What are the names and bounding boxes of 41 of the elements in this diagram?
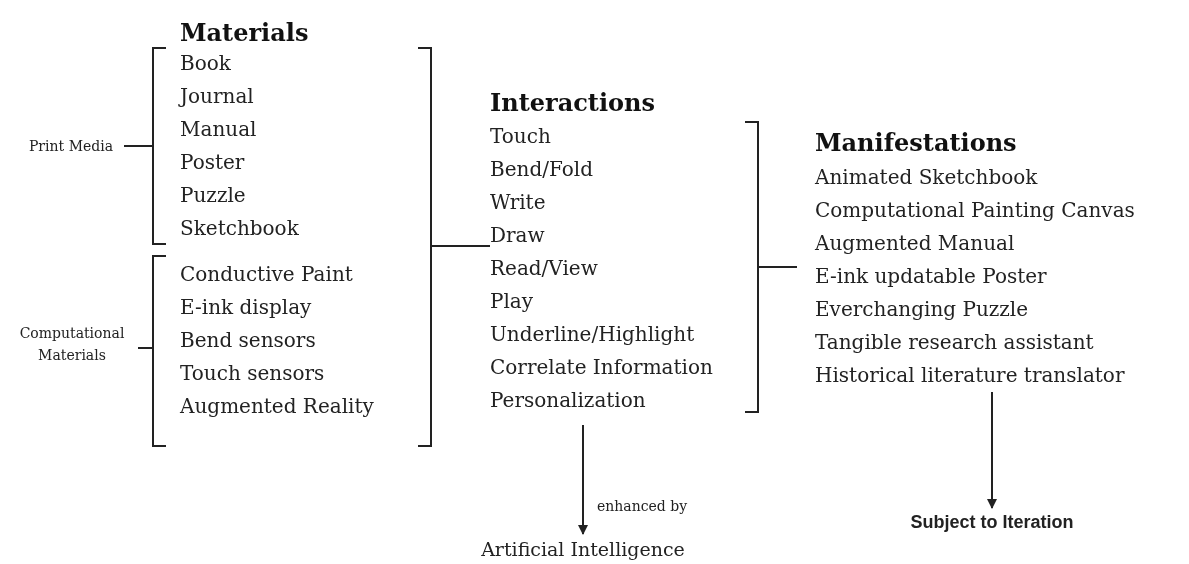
list-item: Touch	[490, 123, 551, 150]
list-item: E-ink display	[180, 294, 312, 321]
list-item: Conductive Paint	[180, 261, 353, 288]
list-item: Bend sensors	[180, 327, 316, 354]
list-item: Animated Sketchbook	[815, 164, 1038, 191]
list-item: Augmented Reality	[180, 393, 374, 420]
list-item: Read/View	[490, 255, 598, 282]
list-item: Tangible research assistant	[815, 329, 1094, 356]
list-item: Augmented Manual	[815, 230, 1015, 257]
list-item: Historical literature translator	[815, 362, 1125, 389]
list-item: Draw	[490, 222, 545, 249]
list-item: Manual	[180, 116, 257, 143]
side-label: Computational Materials	[18, 324, 126, 365]
list-item: Correlate Information	[490, 354, 713, 381]
arrow	[578, 424, 588, 535]
outcome-label: Subject to Iteration	[909, 511, 1075, 534]
side-label: Print Media	[27, 137, 115, 156]
list-item: Bend/Fold	[490, 156, 593, 183]
connector-line	[123, 145, 153, 147]
connector-line	[758, 266, 798, 268]
list-item: Underline/Highlight	[490, 321, 695, 348]
edge-label: enhanced by	[595, 498, 690, 514]
list-item: Touch sensors	[180, 360, 325, 387]
heading: Interactions	[490, 88, 655, 118]
list-item: Poster	[180, 149, 245, 176]
heading: Manifestations	[815, 128, 1017, 158]
connector-line	[431, 245, 491, 247]
list-item: E-ink updatable Poster	[815, 263, 1047, 290]
list-item: Journal	[180, 83, 254, 110]
outcome-label: Artificial Intelligence	[480, 537, 686, 562]
list-item: Personalization	[490, 387, 646, 414]
list-item: Puzzle	[180, 182, 246, 209]
list-item: Book	[180, 50, 231, 77]
list-item: Play	[490, 288, 534, 315]
heading: Materials	[180, 18, 309, 48]
connector-line	[137, 347, 153, 349]
arrow	[987, 391, 997, 509]
list-item: Everchanging Puzzle	[815, 296, 1029, 323]
list-item: Sketchbook	[180, 215, 299, 242]
list-item: Computational Painting Canvas	[815, 197, 1135, 224]
list-item: Write	[490, 189, 546, 216]
